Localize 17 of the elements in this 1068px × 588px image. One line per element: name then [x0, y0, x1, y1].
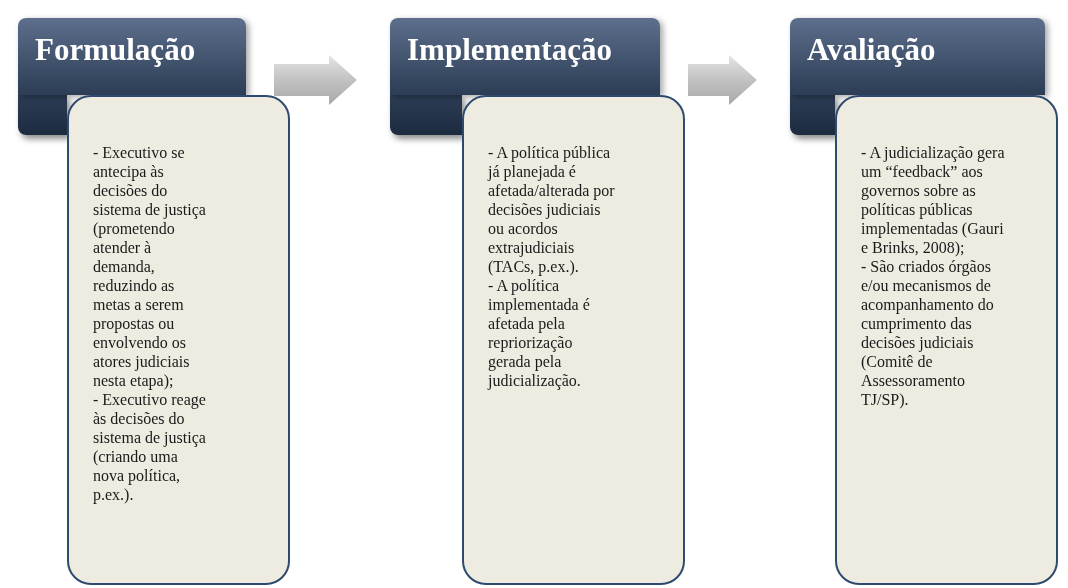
block-arrow — [688, 55, 757, 105]
description-text: - A política pública já planejada é afetada/alterada por decisões judiciais ou acordos extrajudiciais (TACs, p.ex.). — [488, 143, 616, 276]
description-card — [462, 95, 685, 585]
description-card — [67, 95, 290, 585]
description-card — [835, 95, 1058, 585]
description-text: - Executivo se antecipa às decisões do sistema de justiça (prometendo atender à demanda, reduzindo as metas a serem propostas ou envolvendo os atores judiciais nesta etapa); — [93, 143, 207, 390]
block-arrow — [274, 55, 357, 105]
description-text: - Executivo reage às decisões do sistema de justiça (criando uma nova política, p.ex.). — [93, 390, 207, 504]
stage-title: Formulação — [35, 31, 197, 69]
description-text: - A política implementada é afetada pela repriorização gerada pela judicialização. — [488, 276, 591, 390]
stage-header — [18, 18, 246, 95]
description-text: - A judicialização gera um “feedback” aos governos sobre as políticas públicas implementadas (Gauri e Brinks, 2008); — [861, 143, 1006, 257]
stage-header — [790, 18, 1045, 95]
stage-title: Implementação — [407, 31, 613, 69]
stage-header — [390, 18, 660, 95]
stage-title: Avaliação — [807, 31, 937, 69]
description-text: - São criados órgãos e/ou mecanismos de acompanhamento do cumprimento das decisões judiciais (Comitê de Assessoramento TJ/SP). — [861, 257, 995, 409]
